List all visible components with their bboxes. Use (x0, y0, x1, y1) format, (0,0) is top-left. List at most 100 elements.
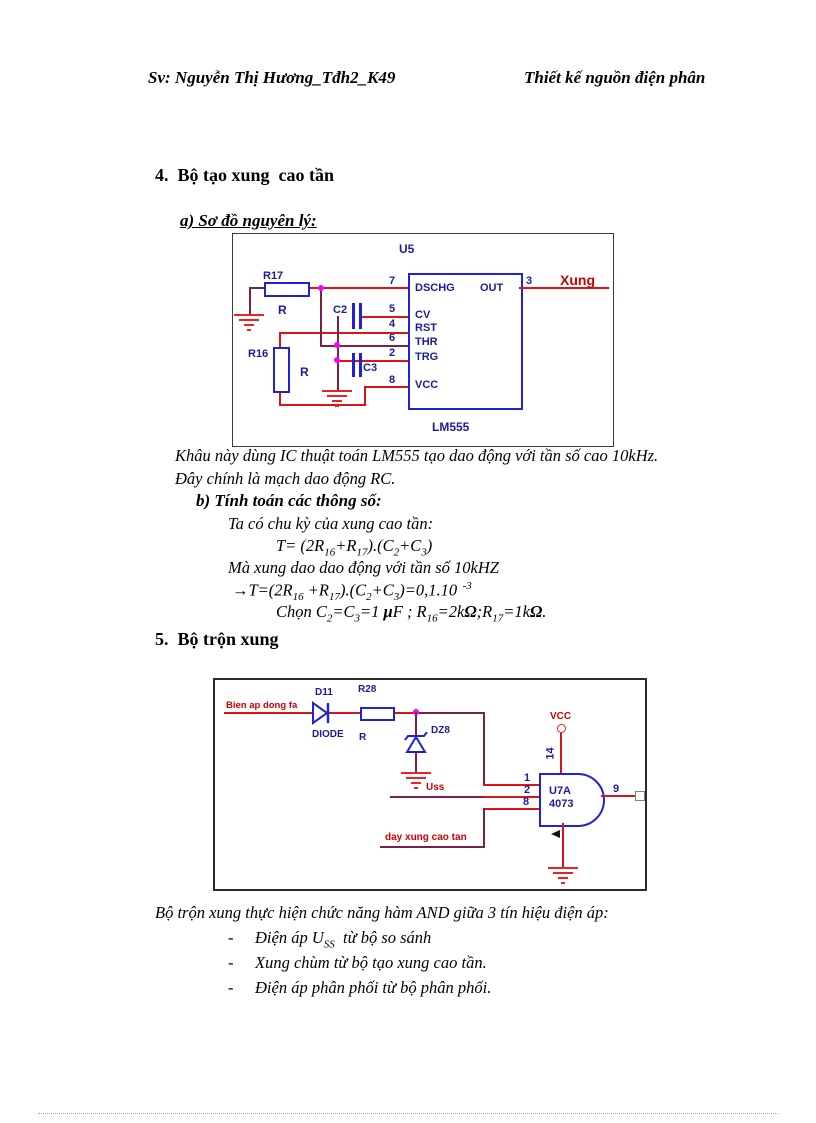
omega-symbol: Ω (529, 602, 543, 621)
formula-result: →T=(2R16 +R17).(C2+C3)=0,1.10 -3 (232, 580, 472, 603)
wire-gate-pin2 (483, 796, 539, 798)
circuit2-schematic: Bien ap dong fa D11 DIODE R28 R DZ8 (213, 678, 647, 891)
vcc-terminal-icon (557, 724, 566, 733)
wire-pulse (380, 846, 485, 848)
wire-gate-pin1 (483, 784, 539, 786)
pin-number-2: 2 (389, 347, 396, 359)
diode-d11-icon (311, 699, 333, 727)
section4-sub-b: b) Tính toán các thông số: (196, 491, 382, 510)
wire-vcc (364, 386, 408, 388)
bullet-text: Điện áp U (255, 928, 324, 947)
wire-output9 (601, 795, 635, 797)
gate-part-label: 4073 (549, 798, 574, 810)
omega-symbol: Ω (464, 602, 477, 621)
wire-gate-pin8 (483, 808, 539, 810)
wire-rst (279, 332, 408, 334)
gate-pin-number-9: 9 (613, 783, 620, 795)
capacitor-c2-plate (352, 303, 355, 329)
formula-text: ) (426, 536, 433, 555)
pin-label-vcc: VCC (415, 379, 439, 391)
bullet-dash: - (228, 928, 234, 947)
resistor-r28-label: R28 (358, 684, 377, 695)
formula-sub: 3 (393, 590, 400, 603)
wire-gate-ground (562, 823, 564, 867)
resistor-r17-value: R (278, 303, 287, 317)
formula-sub: 2 (393, 546, 400, 559)
formula-period: T= (2R16+R17).(C2+C3) (276, 536, 432, 558)
capacitor-c3-plate (359, 353, 362, 377)
formula-text: =C (332, 602, 355, 621)
formula-sub: 17 (328, 590, 340, 603)
formula-text: Chọn C (276, 602, 327, 621)
arrow-icon: → (232, 580, 249, 600)
gate-pin-number-8: 8 (523, 796, 530, 808)
ground-symbol-icon (234, 314, 264, 334)
pin-label-rst: RST (415, 322, 437, 334)
resistor-r16 (273, 347, 290, 393)
capacitor-c3-label: C3 (363, 362, 378, 374)
formula-text: T=(2R (248, 580, 293, 600)
wire-rst-r16 (279, 332, 281, 348)
mu-symbol: μ (383, 602, 393, 621)
formula-sub: 17 (492, 612, 504, 625)
formula-sub: 16 (292, 590, 304, 603)
ground-symbol-icon (401, 772, 431, 792)
pin-number-6: 6 (389, 332, 396, 344)
pin-label-dschg: DSCHG (415, 282, 455, 294)
wire (249, 287, 265, 289)
formula-text: +R (335, 536, 357, 555)
vcc-label: VCC (550, 711, 572, 722)
formula-text: =1 (360, 602, 384, 621)
wire-out (519, 287, 609, 289)
formula-sub: 2 (326, 612, 333, 625)
pin-label-trg: TRG (415, 351, 439, 363)
bullet-dash: - (228, 953, 234, 972)
wire-cap-column (337, 316, 339, 390)
bullet-item-1: Điện áp USS từ bộ so sánh (255, 928, 431, 950)
formula-freq-note: Mà xung dao dao động với tần số 10kHZ (228, 558, 499, 577)
formula-sub: 16 (426, 612, 438, 625)
diode-d11-type: DIODE (312, 729, 344, 740)
gate-pin-number-2: 2 (524, 784, 531, 796)
ground-symbol-icon (548, 867, 578, 887)
bullet-sub: SS (323, 938, 335, 951)
wire-uss (390, 796, 483, 798)
zener-dz8-label: DZ8 (431, 725, 450, 736)
wire-to-gate1 (416, 712, 484, 714)
wire-vcc-down (364, 386, 366, 406)
ground-symbol-icon (322, 390, 352, 410)
formula-sub: 16 (324, 546, 336, 559)
chip-part-label: LM555 (432, 420, 470, 434)
formula-text: T= (2R (276, 536, 325, 555)
section4-sub-a: a) Sơ đồ nguyên lý: (180, 211, 317, 230)
section5-heading: 5. Bộ trộn xung (155, 629, 279, 649)
formula-sub: 2 (366, 590, 372, 603)
bullet-text: từ bộ so sánh (334, 928, 432, 947)
wire-thr (320, 345, 408, 347)
formula-sub: 3 (421, 546, 427, 559)
input-signal-label: Bien ap dong fa (226, 700, 298, 711)
formula-text: =2k (437, 602, 465, 621)
capacitor-c2-label: C2 (333, 304, 348, 316)
chip-ref-label: U5 (399, 242, 415, 256)
bullet-dash: - (228, 978, 234, 997)
gate-ref-label: U7A (549, 785, 572, 797)
gate-pin-number-14: 14 (544, 747, 557, 760)
pin-number-5: 5 (389, 303, 396, 315)
section5-caption: Bộ trộn xung thực hiện chức năng hàm AND… (155, 903, 609, 922)
junction-dot (318, 285, 324, 291)
resistor-r16-label: R16 (248, 348, 269, 360)
pin-label-out: OUT (480, 282, 504, 294)
formula-intro: Ta có chu kỳ của xung cao tần: (228, 514, 434, 533)
pin-label-cv: CV (415, 309, 431, 321)
caption-line2: Đây chính là mạch dao động RC. (175, 469, 396, 488)
bullet-item-3: Điện áp phân phối từ bộ phân phối. (255, 978, 492, 997)
capacitor-c2-plate (359, 303, 362, 329)
lm555-ic-body (408, 273, 523, 410)
formula-sub: 17 (356, 546, 368, 559)
bullet-item-2: Xung chùm từ bộ tạo xung cao tần. (255, 953, 487, 972)
output-signal-label: Xung (560, 272, 595, 288)
formula-text: . (542, 602, 547, 621)
caption-line1: Khâu này dùng IC thuật toán LM555 tạo da… (175, 446, 659, 465)
footer-dotted-line (38, 1113, 778, 1114)
